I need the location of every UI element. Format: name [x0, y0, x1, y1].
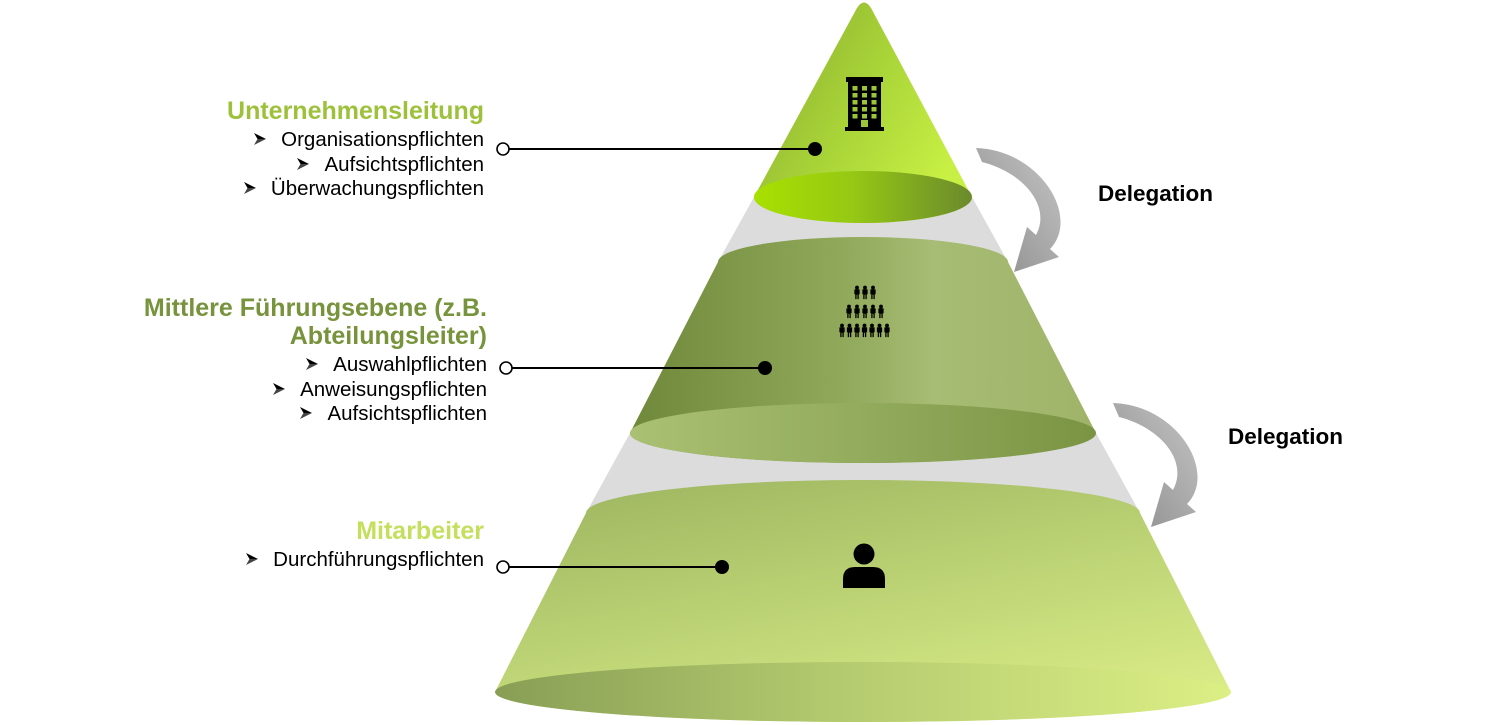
- open-circle-icon: [496, 142, 510, 156]
- duty-item: Organisationspflichten: [227, 128, 484, 153]
- duty-label: Anweisungspflichten: [300, 377, 487, 401]
- filled-dot-icon: [715, 560, 729, 574]
- duty-list: Auswahlpflichten Anweisungspflichten Auf…: [144, 353, 487, 427]
- tier-label-middle-management: Mittlere Führungsebene (z.B. Abteilungsl…: [144, 294, 487, 427]
- filled-dot-icon: [758, 361, 772, 375]
- tier-label-employees: Mitarbeiter Durchführungspflichten: [246, 517, 484, 573]
- building-icon: [845, 77, 884, 131]
- person-icon: [843, 543, 885, 588]
- curved-arrow-icon: [1113, 403, 1198, 527]
- delegation-label: Delegation: [1228, 424, 1344, 449]
- arrowhead-bullet-icon: [297, 157, 310, 170]
- tier-title: Mittlere Führungsebene (z.B.: [143, 294, 487, 322]
- tier-middle-management-body: [630, 237, 1096, 463]
- duty-label: Aufsichtspflichten: [327, 402, 487, 425]
- tier-label-management: Unternehmensleitung Organisationspflicht…: [227, 97, 484, 202]
- tier-title: Mitarbeiter: [356, 517, 484, 545]
- duty-label: Überwachungspflichten: [270, 177, 484, 200]
- tier-title: Unternehmensleitung: [227, 97, 484, 125]
- arrowhead-bullet-icon: [300, 407, 313, 419]
- connector-middle-management: [499, 361, 772, 375]
- arrowhead-bullet-icon: [306, 358, 319, 370]
- duty-list: Durchführungspflichten: [246, 548, 484, 573]
- duty-item: Aufsichtspflichten: [144, 402, 487, 427]
- curved-arrow-icon: [976, 148, 1061, 272]
- tier-management-base: [754, 171, 972, 223]
- tier-title: Abteilungsleiter): [289, 322, 487, 350]
- arrowhead-bullet-icon: [243, 182, 256, 194]
- arrowhead-bullet-icon: [246, 553, 259, 565]
- delegation-label: Delegation: [1098, 181, 1214, 206]
- duty-list: Organisationspflichten Aufsichtspflichte…: [227, 128, 484, 202]
- tier-employees-base: [495, 662, 1231, 722]
- connector-employees: [496, 560, 729, 574]
- duty-label: Organisationspflichten: [281, 128, 484, 151]
- open-circle-icon: [496, 560, 510, 574]
- duty-item: Aufsichtspflichten: [227, 153, 484, 178]
- duty-label: Durchführungspflichten: [273, 548, 484, 571]
- filled-dot-icon: [808, 142, 822, 156]
- duty-label: Auswahlpflichten: [333, 353, 487, 376]
- connector-management: [496, 142, 822, 156]
- duty-item: Auswahlpflichten: [144, 353, 487, 378]
- duty-item: Überwachungspflichten: [227, 177, 484, 202]
- duty-item: Durchführungspflichten: [246, 548, 484, 573]
- duty-label: Aufsichtspflichten: [324, 152, 484, 176]
- tier-employees-body: [495, 480, 1231, 722]
- open-circle-icon: [499, 361, 513, 375]
- duty-item: Anweisungspflichten: [144, 378, 487, 403]
- arrowhead-bullet-icon: [273, 382, 286, 395]
- tier-middle-management-base: [630, 403, 1096, 463]
- arrowhead-bullet-icon: [254, 133, 267, 145]
